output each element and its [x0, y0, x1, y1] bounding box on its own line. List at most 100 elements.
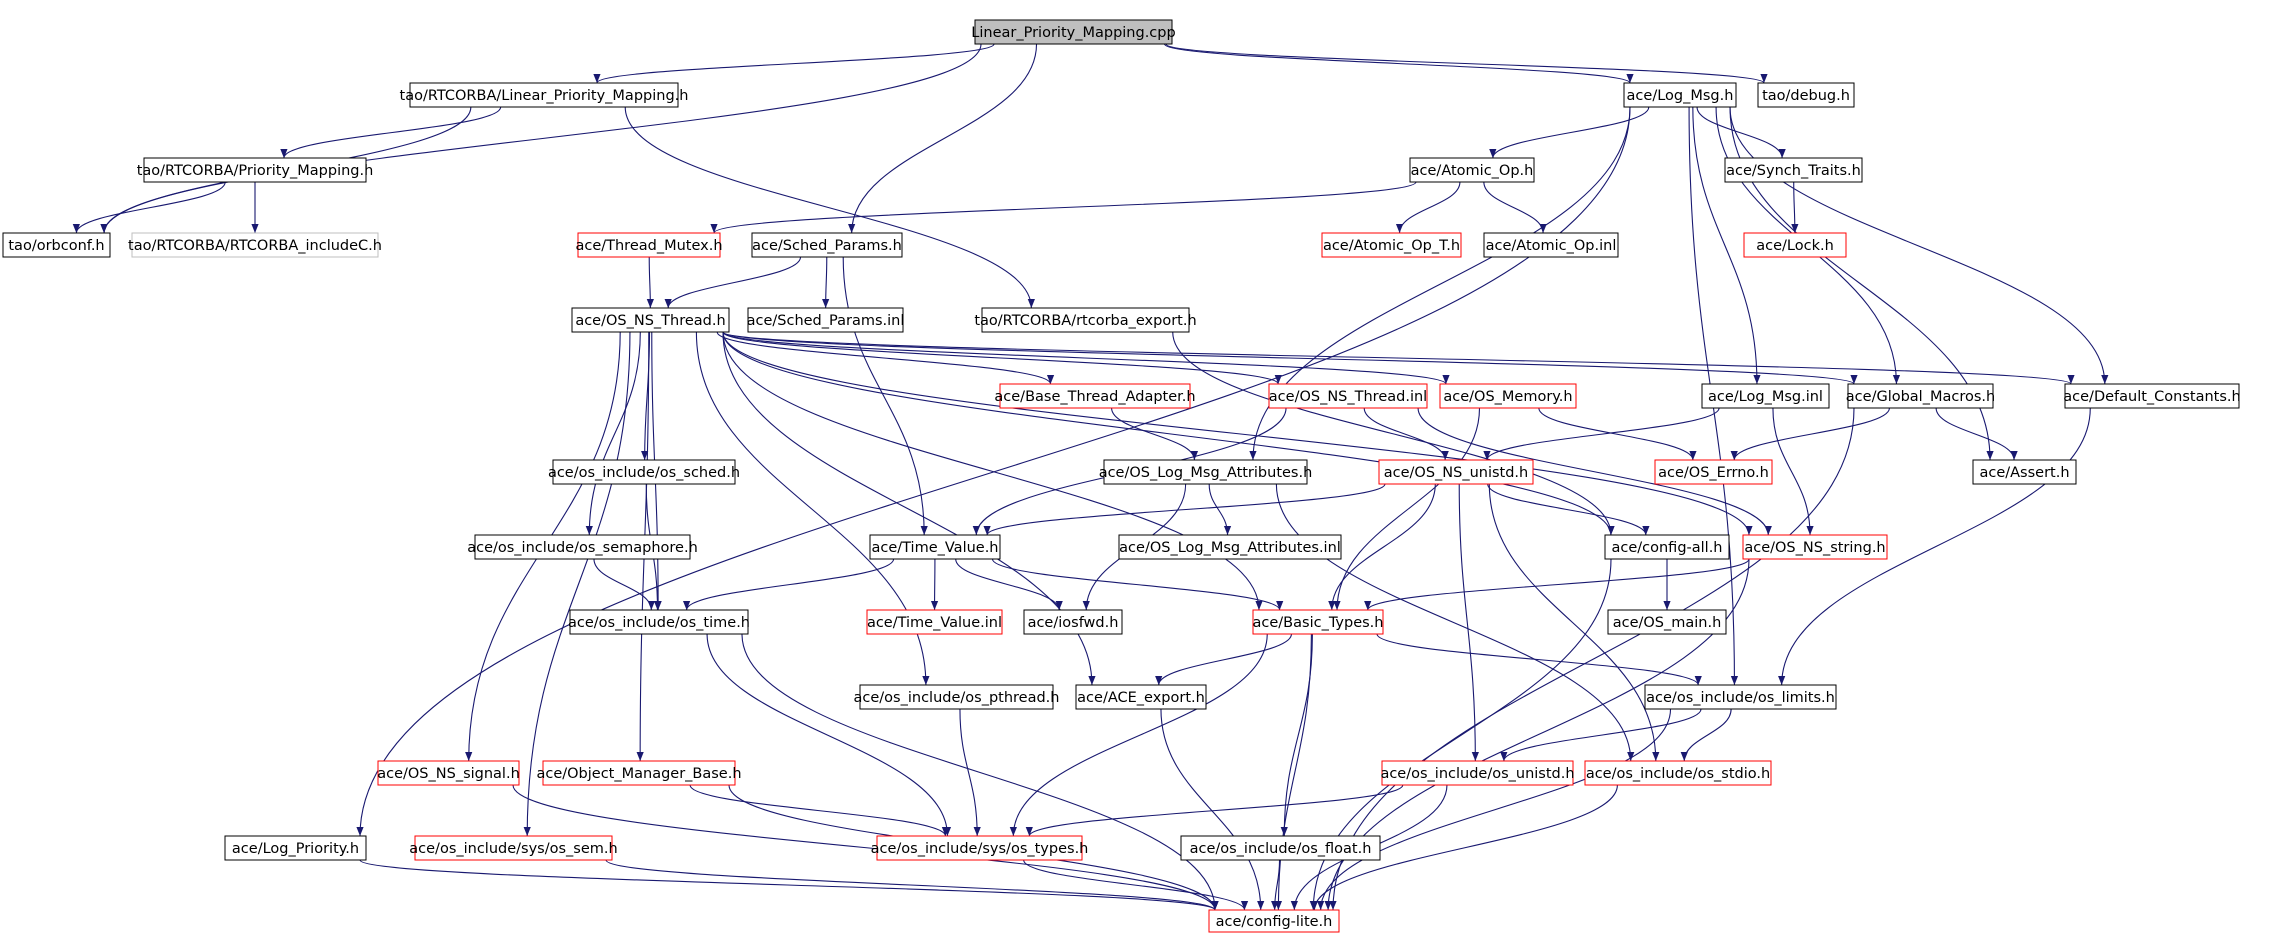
node-box — [1644, 684, 1837, 710]
node-label: tao/orbconf.h — [8, 238, 104, 254]
edge-basic_types_h-to-config_lite_h — [1274, 633, 1312, 911]
edge-os_memory_h-to-basic_types_h — [1333, 407, 1481, 611]
node-log-priority-h[interactable]: ace/Log_Priority.h — [224, 835, 367, 861]
node-object-manager-base-h[interactable]: ace/Object_Manager_Base.h — [536, 760, 742, 786]
node-log-msg-inl[interactable]: ace/Log_Msg.inl — [1701, 383, 1830, 409]
node-label: ace/Log_Priority.h — [232, 841, 359, 857]
node-os-main-h[interactable]: ace/OS_main.h — [1607, 609, 1727, 635]
node-os-ns-signal-h[interactable]: ace/OS_NS_signal.h — [377, 760, 520, 786]
file-nodes: Linear_Priority_Mapping.cpp tao/RTCORBA/L… — [2, 19, 2241, 933]
node-box — [981, 307, 1190, 333]
node-box — [1378, 459, 1534, 485]
node-config-all-h[interactable]: ace/config-all.h — [1604, 534, 1730, 560]
node-global-macros-h[interactable]: ace/Global_Macros.h — [1846, 383, 1995, 409]
node-orbconf-h[interactable]: tao/orbconf.h — [2, 232, 111, 258]
edge-os_ns_thread_h-to-os_sem_h — [523, 331, 631, 837]
node-os-sched-h[interactable]: ace/os_include/os_sched.h — [548, 459, 740, 485]
node-label: ace/Sched_Params.h — [752, 238, 902, 254]
node-time-value-inl[interactable]: ace/Time_Value.inl — [866, 609, 1003, 635]
edge-os_ns_string_h-to-basic_types_h — [1364, 558, 1750, 611]
node-box — [1604, 534, 1730, 560]
node-os-ns-unistd-h[interactable]: ace/OS_NS_unistd.h — [1378, 459, 1534, 485]
edge-os_ns_thread_h-to-global_macros_h — [722, 331, 1858, 385]
node-log-msg-h[interactable]: ace/Log_Msg.h — [1623, 82, 1737, 108]
node-os-float-h[interactable]: ace/os_include/os_float.h — [1180, 835, 1381, 861]
edge-os_types_h-to-config_lite_h — [1023, 859, 1249, 911]
edge-log_msg_h-to-default_constants_h — [1729, 106, 2109, 385]
node-os-memory-h[interactable]: ace/OS_Memory.h — [1439, 383, 1577, 409]
node-box — [1103, 459, 1308, 485]
node-os-limits-h[interactable]: ace/os_include/os_limits.h — [1644, 684, 1837, 710]
node-os-types-h[interactable]: ace/os_include/sys/os_types.h — [871, 835, 1089, 861]
node-box — [1743, 232, 1847, 258]
node-os-log-msg-attr-h[interactable]: ace/OS_Log_Msg_Attributes.h — [1099, 459, 1313, 485]
node-label: ace/Base_Thread_Adapter.h — [994, 389, 1195, 405]
edge-log_msg_h-to-synch_traits_h — [1696, 106, 1786, 159]
node-box — [859, 684, 1054, 710]
node-lpm-h[interactable]: tao/RTCORBA/Linear_Priority_Mapping.h — [400, 82, 689, 108]
node-sched-params-h[interactable]: ace/Sched_Params.h — [751, 232, 903, 258]
node-box — [1623, 82, 1737, 108]
edge-os_ns_thread_h-to-os_memory_h — [722, 331, 1450, 385]
node-label: ace/OS_Memory.h — [1443, 389, 1572, 405]
node-label: ace/Default_Constants.h — [2063, 389, 2240, 405]
node-os-log-msg-attr-inl[interactable]: ace/OS_Log_Msg_Attributes.inl — [1118, 534, 1342, 560]
node-os-stdio-h[interactable]: ace/os_include/os_stdio.h — [1584, 760, 1772, 786]
node-synch-traits-h[interactable]: ace/Synch_Traits.h — [1724, 157, 1863, 183]
edge-os_ns_thread_inl-to-os_ns_string_h — [1417, 407, 1772, 536]
node-os-unistd-h[interactable]: ace/os_include/os_unistd.h — [1380, 760, 1575, 786]
node-lock-h[interactable]: ace/Lock.h — [1743, 232, 1847, 258]
node-box — [2, 232, 111, 258]
node-prio-map-h[interactable]: tao/RTCORBA/Priority_Mapping.h — [137, 157, 374, 183]
node-basic-types-h[interactable]: ace/Basic_Types.h — [1252, 609, 1384, 635]
node-box — [999, 383, 1191, 409]
node-os-ns-thread-h[interactable]: ace/OS_NS_Thread.h — [571, 307, 730, 333]
node-label: ace/config-all.h — [1611, 540, 1722, 556]
node-os-semaphore-h[interactable]: ace/os_include/os_semaphore.h — [467, 534, 698, 560]
node-os-ns-thread-inl[interactable]: ace/OS_NS_Thread.inl — [1268, 383, 1428, 409]
node-config-lite-h[interactable]: ace/config-lite.h — [1208, 909, 1340, 933]
node-assert-h[interactable]: ace/Assert.h — [1972, 459, 2077, 485]
node-label: ace/Time_Value.inl — [867, 615, 1002, 631]
node-box — [224, 835, 367, 861]
edge-log_msg_inl-to-os_ns_unistd_h — [1483, 407, 1720, 461]
node-os-time-h[interactable]: ace/os_include/os_time.h — [568, 609, 750, 635]
node-root[interactable]: Linear_Priority_Mapping.cpp — [971, 19, 1176, 45]
edge-os_time_h-to-os_types_h — [706, 633, 952, 837]
node-os-ns-string-h[interactable]: ace/OS_NS_string.h — [1742, 534, 1888, 560]
node-label: ace/OS_main.h — [1613, 615, 1722, 631]
edge-lpm_h-to-rtcorba_export_h — [624, 106, 1035, 309]
node-label: ace/os_include/os_time.h — [568, 615, 750, 631]
node-box — [1268, 383, 1428, 409]
node-time-value-h[interactable]: ace/Time_Value.h — [869, 534, 1001, 560]
node-box — [552, 459, 736, 485]
node-label: tao/RTCORBA/Linear_Priority_Mapping.h — [400, 88, 689, 104]
node-label: ace/OS_NS_Thread.h — [575, 313, 725, 329]
node-atomic-op-h[interactable]: ace/Atomic_Op.h — [1409, 157, 1535, 183]
edge-root-to-debug_h — [1165, 43, 1768, 84]
edge-os_limits_h-to-os_unistd_h — [1500, 708, 1702, 762]
node-label: ace/OS_Errno.h — [1658, 465, 1769, 481]
node-label: ace/os_include/os_sched.h — [548, 465, 740, 481]
node-os-errno-h[interactable]: ace/OS_Errno.h — [1654, 459, 1773, 485]
node-os-pthread-h[interactable]: ace/os_include/os_pthread.h — [854, 684, 1060, 710]
node-atomic-op-inl[interactable]: ace/Atomic_Op.inl — [1483, 232, 1619, 258]
node-os-sem-h[interactable]: ace/os_include/sys/os_sem.h — [409, 835, 618, 861]
node-thread-mutex-h[interactable]: ace/Thread_Mutex.h — [575, 232, 723, 258]
node-base-thread-adapter-h[interactable]: ace/Base_Thread_Adapter.h — [994, 383, 1196, 409]
node-label: ace/os_include/os_stdio.h — [1586, 766, 1770, 782]
node-label: Linear_Priority_Mapping.cpp — [971, 25, 1175, 41]
node-label: ace/os_include/os_semaphore.h — [467, 540, 698, 556]
node-rtcorba-export-h[interactable]: tao/RTCORBA/rtcorba_export.h — [974, 307, 1197, 333]
edge-atomic_op_h-to-atomic_op_inl — [1483, 181, 1547, 234]
node-default-constants-h[interactable]: ace/Default_Constants.h — [2063, 383, 2241, 409]
node-rtcorba-includeC-h[interactable]: tao/RTCORBA/RTCORBA_includeC.h — [128, 232, 382, 258]
node-atomic-op-t-h[interactable]: ace/Atomic_Op_T.h — [1321, 232, 1462, 258]
node-ace-export-h[interactable]: ace/ACE_export.h — [1075, 684, 1207, 710]
edge-os_limits_h-to-os_stdio_h — [1680, 708, 1732, 762]
node-sched-params-inl[interactable]: ace/Sched_Params.inl — [747, 307, 905, 333]
node-debug-h[interactable]: tao/debug.h — [1757, 82, 1855, 108]
node-label: ace/os_include/os_pthread.h — [854, 690, 1060, 706]
node-box — [1607, 609, 1727, 635]
node-iosfwd-h[interactable]: ace/iosfwd.h — [1023, 609, 1123, 635]
